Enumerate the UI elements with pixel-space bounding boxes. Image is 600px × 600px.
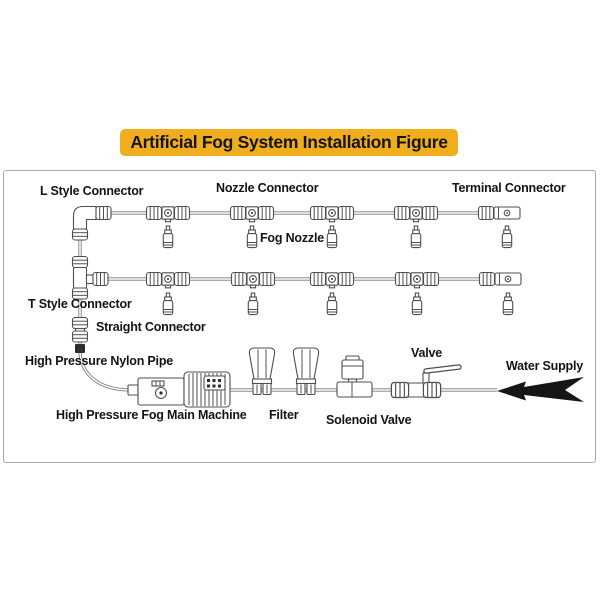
nozzle-connector-graphic [147, 273, 190, 288]
fog-nozzle-graphic [162, 225, 174, 249]
fog-nozzle-graphic [410, 225, 422, 249]
valve-graphic [390, 364, 462, 399]
title-banner: Artificial Fog System Installation Figur… [120, 129, 458, 156]
nozzle-connector-graphic [232, 273, 275, 288]
label-straight-connector: Straight Connector [96, 320, 206, 334]
fog-nozzle-graphic [326, 292, 338, 316]
fog-nozzle-graphic [162, 292, 174, 316]
water-supply-arrow [497, 377, 584, 402]
fog-nozzle-graphic [247, 292, 259, 316]
filter-graphic [292, 347, 320, 396]
nozzle-connector-graphic [231, 207, 274, 222]
label-water-supply: Water Supply [506, 359, 584, 373]
fog-nozzle-graphic [246, 225, 258, 249]
pipes [78, 211, 497, 392]
straight-connector-graphic [71, 316, 89, 353]
label-terminal-connector: Terminal Connector [452, 181, 566, 195]
fog-nozzles-row2 [162, 292, 514, 316]
label-high-pressure-nylon-pipe: High Pressure Nylon Pipe [25, 354, 174, 368]
label-valve: Valve [411, 346, 442, 360]
nozzle-connector-graphic [395, 207, 438, 222]
t-style-connector-graphic [71, 255, 109, 300]
nozzle-connector-graphic [147, 207, 190, 222]
nozzle-connector-graphic [396, 273, 439, 288]
label-t-style-connector: T Style Connector [28, 297, 132, 311]
fog-main-machine-graphic [127, 371, 231, 408]
fog-nozzles-row1 [162, 225, 513, 249]
fog-nozzle-graphic [502, 292, 514, 316]
machine-vent-grid [207, 379, 221, 388]
fog-nozzle-graphic [411, 292, 423, 316]
fog-nozzle-graphic [501, 225, 513, 249]
terminal-connector-graphic [480, 273, 522, 286]
nozzle-connector-graphic [311, 207, 354, 222]
fog-nozzle-graphic [326, 225, 338, 249]
filter-graphic [248, 347, 276, 396]
l-style-connector-graphic [71, 205, 112, 241]
nozzle-connector-graphic [311, 273, 354, 288]
label-fog-nozzle: Fog Nozzle [260, 231, 324, 245]
label-nozzle-connector: Nozzle Connector [216, 181, 319, 195]
label-l-style-connector: L Style Connector [40, 184, 144, 198]
solenoid-valve-graphic [336, 355, 373, 398]
label-solenoid-valve: Solenoid Valve [326, 413, 412, 427]
terminal-connector-graphic [479, 207, 521, 220]
label-high-pressure-fog-main-machine: High Pressure Fog Main Machine [56, 408, 247, 422]
label-filter: Filter [269, 408, 299, 422]
